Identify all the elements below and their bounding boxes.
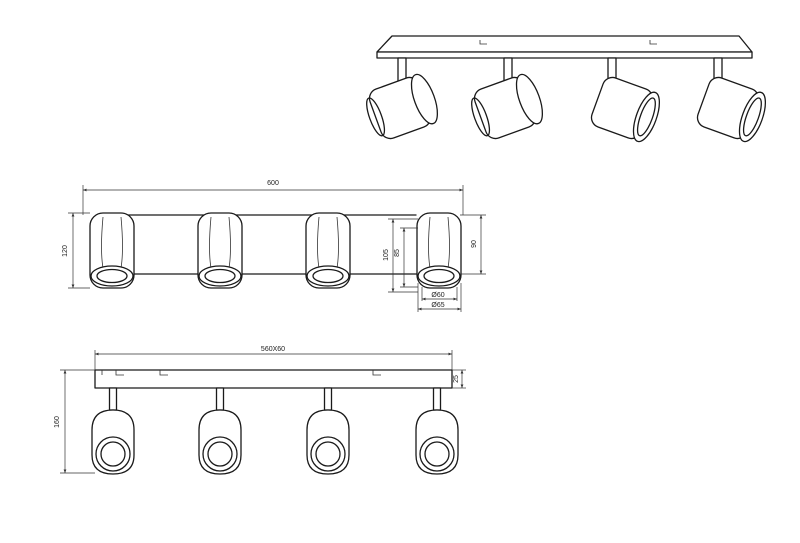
spotlight-front-ring [738, 91, 767, 143]
spotlight-lens [471, 97, 491, 137]
spotlight-rib [336, 216, 339, 269]
spotlight-rib [428, 216, 431, 269]
spotlight-stem [108, 387, 118, 411]
top-view-spotlight [89, 212, 135, 289]
front-view-spotlight [91, 387, 135, 475]
spotlight-lens [315, 441, 341, 467]
dim-label-560x60: 560X60 [261, 346, 285, 353]
spotlight-rib [447, 216, 450, 269]
dim-label-105: 105 [383, 249, 390, 261]
spotlight-lens [204, 268, 236, 284]
dim-label-600: 600 [267, 180, 279, 187]
top-view: 600 120 90 105 85 [62, 180, 486, 312]
dim-height-left: 120 [62, 212, 90, 289]
front-view-spotlight [198, 387, 242, 475]
perspective-view [366, 35, 767, 143]
spotlight-body [696, 76, 767, 143]
dim-total-height: 160 [54, 369, 95, 474]
spotlight-lens [96, 268, 128, 284]
dim-spot-diameters: Ø60 Ø65 [417, 283, 462, 312]
spotlight-front-ring [515, 73, 544, 125]
spotlight-stem [323, 387, 333, 411]
front-view-base-plate [94, 369, 453, 389]
spotlight-lens [424, 441, 450, 467]
dim-label-25: 25 [453, 375, 460, 383]
front-view-spotlight [306, 387, 350, 475]
top-view-spotlight [416, 212, 462, 289]
perspective-spotlight [696, 57, 767, 143]
dim-label-85: 85 [394, 249, 401, 257]
spotlight-lens [100, 441, 126, 467]
spotlight-lens [366, 97, 386, 137]
spotlight-rib [120, 216, 123, 269]
dim-label-d60: Ø60 [431, 292, 444, 299]
spotlight-lens [207, 441, 233, 467]
spotlight-body [590, 76, 661, 143]
spotlight-rib [209, 216, 212, 269]
spotlight-rib [101, 216, 104, 269]
spotlight-rib [317, 216, 320, 269]
perspective-spotlight [366, 57, 439, 140]
dim-label-120: 120 [62, 245, 69, 257]
perspective-spotlights [366, 57, 767, 143]
spotlight-stem [432, 387, 442, 411]
mounting-plate [376, 35, 753, 59]
dim-label-90: 90 [471, 240, 478, 248]
top-view-spotlights [89, 212, 462, 289]
spotlight-rib [228, 216, 231, 269]
perspective-spotlight [471, 57, 544, 140]
dim-height-right: 90 [460, 214, 486, 275]
spotlight-front-ring [632, 91, 661, 143]
spotlight-lens [312, 268, 344, 284]
front-view: 560X60 25 160 [54, 346, 466, 475]
dim-label-160: 160 [54, 416, 61, 428]
top-view-plate-outline [119, 214, 417, 275]
spotlight-body [366, 73, 439, 140]
dim-label-d65: Ø65 [431, 302, 444, 309]
dim-base-size: 560X60 [94, 346, 453, 370]
spotlight-lens [423, 268, 455, 284]
dim-overall-width: 600 [82, 180, 464, 215]
front-view-spotlights [91, 387, 459, 475]
top-view-spotlight [305, 212, 351, 289]
spotlight-body [471, 73, 544, 140]
spotlight-lens [742, 97, 762, 137]
front-view-spotlight [415, 387, 459, 475]
dim-base-height: 25 [452, 369, 466, 389]
dim-spot-heights: 105 85 [383, 218, 418, 293]
top-view-spotlight [197, 212, 243, 289]
perspective-spotlight [590, 57, 661, 143]
spotlight-lens [636, 97, 656, 137]
spotlight-stem [215, 387, 225, 411]
spotlight-front-ring [410, 73, 439, 125]
